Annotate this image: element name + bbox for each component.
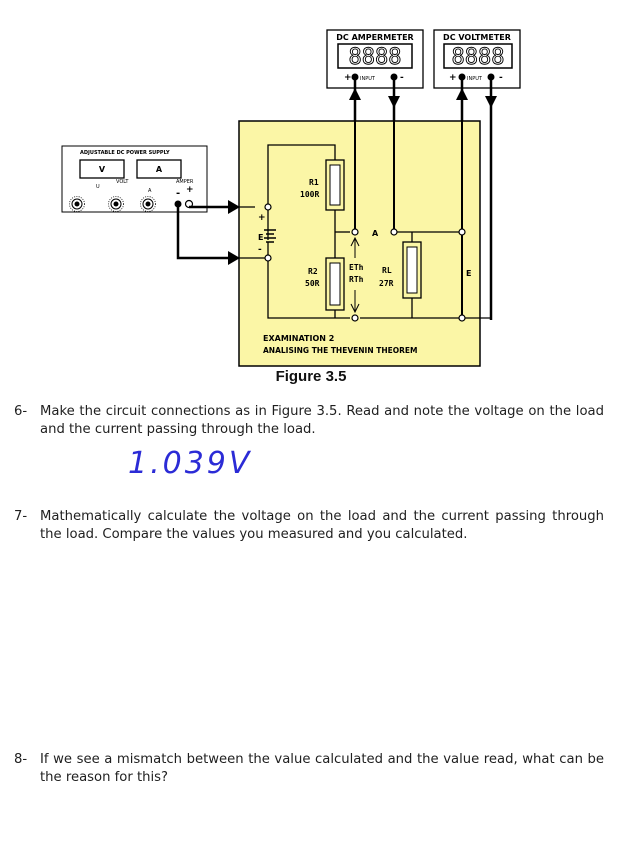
- terminal-node[interactable]: [264, 254, 272, 262]
- source-plus: +: [258, 213, 266, 223]
- amp-display: A: [156, 165, 163, 174]
- terminal-node[interactable]: [458, 228, 466, 236]
- question-text: If we see a mismatch between the value c…: [40, 752, 604, 785]
- ammeter-title: DC AMPERMETER: [336, 33, 413, 42]
- source-e-label: E: [258, 233, 263, 242]
- voltage-knob[interactable]: [69, 196, 85, 212]
- r2-name: R2: [308, 267, 318, 276]
- voltmeter-display: 8888: [452, 45, 505, 70]
- battery-symbol: + E -: [258, 213, 276, 255]
- terminal-node[interactable]: [458, 314, 466, 322]
- voltmeter-input-label: INPUT: [467, 76, 483, 82]
- ammeter-minus: -: [400, 73, 404, 83]
- voltmeter-plus: +: [449, 73, 457, 83]
- resistor-rl: RL 27R: [379, 241, 422, 299]
- ps-plus: +: [186, 185, 194, 195]
- question-number: 7-: [14, 509, 28, 524]
- arrow-icon: [228, 200, 240, 214]
- source-minus: -: [258, 245, 262, 255]
- volt-display: V: [99, 165, 106, 174]
- u-label: U: [96, 184, 100, 190]
- r1-name: R1: [309, 178, 319, 187]
- e-right-label: E: [466, 269, 471, 278]
- rl-value: 27R: [379, 279, 394, 288]
- question-8: 8- If we see a mismatch between the valu…: [14, 751, 604, 786]
- thevenin-markers: ETh RTh A E: [349, 228, 471, 322]
- ammeter-display: 8888: [349, 45, 402, 70]
- a-small-label: A: [148, 188, 152, 194]
- ps-minus: -: [176, 188, 180, 199]
- resistor-r1: R1 100R: [300, 159, 345, 211]
- current-knob[interactable]: [140, 196, 156, 212]
- terminal-node[interactable]: [264, 203, 272, 211]
- voltmeter-title: DC VOLTMETER: [443, 33, 511, 42]
- voltmeter-plus-terminal[interactable]: [458, 73, 466, 81]
- dc-voltmeter: DC VOLTMETER 8888 + INPUT -: [433, 29, 521, 89]
- ammeter-minus-terminal[interactable]: [390, 73, 398, 81]
- question-number: 6-: [14, 404, 28, 419]
- exam-line-2: ANALISING THE THEVENIN THEOREM: [263, 346, 417, 355]
- fine-knob[interactable]: [108, 196, 124, 212]
- terminal-node[interactable]: [390, 228, 398, 236]
- question-number: 8-: [14, 752, 28, 767]
- ammeter-plus-terminal[interactable]: [351, 73, 359, 81]
- ammeter-input-label: INPUT: [360, 76, 376, 82]
- handwritten-answer: 1.039V: [128, 446, 253, 481]
- question-text: Mathematically calculate the voltage on …: [40, 509, 604, 542]
- question-text: Make the circuit connections as in Figur…: [40, 404, 604, 437]
- question-6: 6- Make the circuit connections as in Fi…: [14, 403, 604, 438]
- terminal-node[interactable]: [351, 228, 359, 236]
- question-7: 7- Mathematically calculate the voltage …: [14, 508, 604, 543]
- circuit-figure: DC AMPERMETER 8888 + INPUT - DC VOLTMETE…: [61, 29, 521, 367]
- arrow-icon: [228, 251, 240, 265]
- voltmeter-minus: -: [499, 73, 503, 83]
- exam-line-1: EXAMINATION 2: [263, 334, 334, 343]
- terminal-node[interactable]: [351, 314, 359, 322]
- volt-label: VOLT: [116, 179, 129, 185]
- power-supply-title: ADJUSTABLE DC POWER SUPPLY: [80, 150, 170, 156]
- adjustable-dc-power-supply: ADJUSTABLE DC POWER SUPPLY V A VOLT AMPE…: [61, 145, 208, 213]
- r1-value: 100R: [300, 190, 319, 199]
- rth-label: RTh: [349, 275, 364, 284]
- resistor-r2: R2 50R: [305, 257, 345, 311]
- eth-label: ETh: [349, 263, 364, 272]
- r2-value: 50R: [305, 279, 320, 288]
- ammeter-plus: +: [344, 73, 352, 83]
- amper-label: AMPER: [176, 179, 194, 185]
- figure-caption: Figure 3.5: [275, 368, 347, 385]
- circuit-wiring: [267, 144, 491, 319]
- voltmeter-minus-terminal[interactable]: [487, 73, 495, 81]
- experiment-board: [238, 120, 481, 367]
- ps-negative-terminal[interactable]: [174, 200, 182, 208]
- rl-name: RL: [382, 266, 392, 275]
- node-a-label: A: [372, 229, 379, 238]
- dc-ammeter: DC AMPERMETER 8888 + INPUT -: [326, 29, 424, 89]
